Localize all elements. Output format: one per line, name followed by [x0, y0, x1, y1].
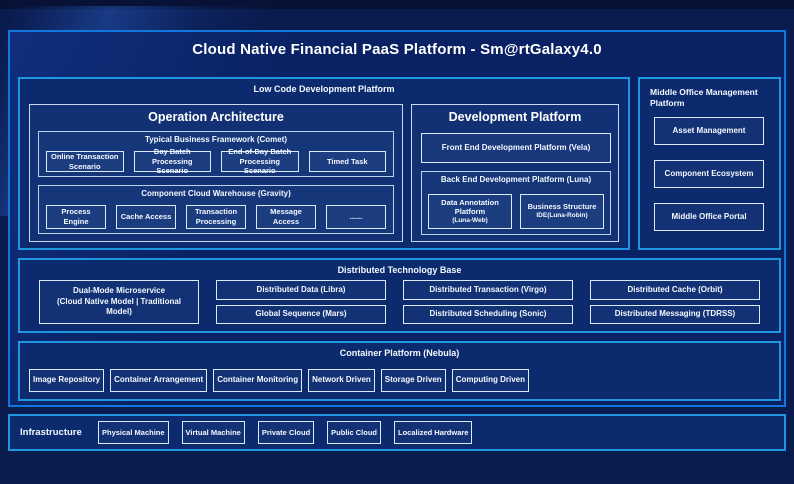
- box-distributed-data-libra: Distributed Data (Libra): [216, 280, 386, 300]
- box-storage-driven: Storage Driven: [380, 369, 446, 392]
- section-infrastructure: Infrastructure Physical Machine Virtual …: [8, 414, 786, 451]
- group-gravity: Component Cloud Warehouse (Gravity) Proc…: [38, 185, 394, 234]
- distributed-column-2: Distributed Transaction (Virgo) Distribu…: [403, 280, 573, 324]
- distributed-column-1: Distributed Data (Libra) Global Sequence…: [216, 280, 386, 324]
- platform-panel: Cloud Native Financial PaaS Platform - S…: [8, 30, 786, 407]
- box-component-ecosystem: Component Ecosystem: [654, 160, 764, 188]
- box-asset-management: Asset Management: [654, 117, 764, 145]
- box-name: Data Annotation Platform: [441, 197, 499, 217]
- gravity-row: Process Engine Cache Access Transaction …: [46, 205, 386, 229]
- box-end-of-day-batch-processing-scenario: End-of-Day Batch Processing Scenario: [221, 147, 299, 175]
- section-distributed-base: Distributed Technology Base Dual-Mode Mi…: [18, 258, 781, 333]
- box-private-cloud: Private Cloud: [257, 421, 315, 444]
- container-platform-row: Image Repository Container Arrangement C…: [29, 369, 770, 392]
- middle-office-header: Middle Office Management Platform: [650, 87, 758, 109]
- back-end-label: Back End Development Platform (Luna): [440, 175, 592, 184]
- infrastructure-row: Physical Machine Virtual Machine Private…: [98, 421, 766, 444]
- box-localized-hardware: Localized Hardware: [394, 421, 473, 444]
- box-timed-task: Timed Task: [308, 151, 386, 172]
- section-container-platform: Container Platform (Nebula) Image Reposi…: [18, 341, 781, 401]
- box-public-cloud: Public Cloud: [327, 421, 382, 444]
- box-transaction-processing: Transaction Processing: [186, 205, 246, 229]
- box-network-driven: Network Driven: [308, 369, 375, 392]
- box-physical-machine: Physical Machine: [98, 421, 169, 444]
- box-front-end-platform-vela: Front End Development Platform (Vela): [421, 133, 611, 163]
- box-distributed-messaging-tdrss: Distributed Messaging (TDRSS): [590, 304, 760, 324]
- box-image-repository: Image Repository: [29, 369, 105, 392]
- group-development-platform: Development Platform Front End Developme…: [411, 104, 619, 242]
- top-strip: [0, 0, 794, 9]
- development-platform-title: Development Platform: [448, 110, 582, 124]
- box-name: Business Structure: [527, 202, 597, 212]
- operation-architecture-title: Operation Architecture: [148, 110, 284, 124]
- box-subname: IDE(Luna-Robin): [536, 212, 588, 220]
- box-container-arrangement: Container Arrangement: [110, 369, 208, 392]
- distributed-base-header: Distributed Technology Base: [337, 265, 462, 275]
- gravity-label: Component Cloud Warehouse (Gravity): [141, 189, 291, 198]
- section-middle-office: Middle Office Management Platform Asset …: [638, 77, 781, 250]
- box-distributed-transaction-virgo: Distributed Transaction (Virgo): [403, 280, 573, 300]
- box-middle-office-portal: Middle Office Portal: [654, 203, 764, 231]
- box-distributed-scheduling-sonic: Distributed Scheduling (Sonic): [403, 304, 573, 324]
- group-operation-architecture: Operation Architecture Typical Business …: [29, 104, 403, 242]
- dual-mode-line1: Dual-Mode Microservice: [72, 285, 166, 295]
- low-code-body: Operation Architecture Typical Business …: [29, 104, 619, 242]
- box-more-components: ......: [326, 205, 386, 229]
- box-cache-access: Cache Access: [116, 205, 176, 229]
- low-code-header: Low Code Development Platform: [253, 84, 395, 94]
- dual-mode-line2: (Cloud Native Model | Traditional Model): [56, 296, 182, 317]
- box-subname: (Luna-Web): [452, 217, 488, 225]
- box-message-access: Message Access: [256, 205, 316, 229]
- section-low-code-platform: Low Code Development Platform Operation …: [18, 77, 630, 250]
- box-business-structure-ide-luna-robin: Business Structure IDE(Luna-Robin): [520, 194, 604, 229]
- box-container-monitoring: Container Monitoring: [213, 369, 303, 392]
- page-title: Cloud Native Financial PaaS Platform - S…: [192, 41, 602, 58]
- back-end-row: Data Annotation Platform (Luna-Web) Busi…: [428, 194, 604, 229]
- box-day-batch-processing-scenario: Day Batch Processing Scenario: [133, 147, 211, 175]
- container-platform-header: Container Platform (Nebula): [339, 348, 460, 358]
- box-dual-mode-microservice: Dual-Mode Microservice (Cloud Native Mod…: [39, 280, 199, 324]
- box-distributed-cache-orbit: Distributed Cache (Orbit): [590, 280, 760, 300]
- box-computing-driven: Computing Driven: [451, 369, 530, 392]
- box-online-transaction-scenario: Online Transaction Scenario: [46, 151, 124, 172]
- distributed-body: Dual-Mode Microservice (Cloud Native Mod…: [39, 280, 760, 324]
- box-process-engine: Process Engine: [46, 205, 106, 229]
- box-global-sequence-mars: Global Sequence (Mars): [216, 304, 386, 324]
- group-back-end-platform-luna: Back End Development Platform (Luna) Dat…: [421, 171, 611, 235]
- infrastructure-label: Infrastructure: [20, 427, 82, 438]
- box-data-annotation-platform-luna-web: Data Annotation Platform (Luna-Web): [428, 194, 512, 229]
- group-comet: Typical Business Framework (Comet) Onlin…: [38, 131, 394, 177]
- comet-row: Online Transaction Scenario Day Batch Pr…: [46, 147, 386, 175]
- box-virtual-machine: Virtual Machine: [181, 421, 245, 444]
- comet-label: Typical Business Framework (Comet): [144, 135, 288, 144]
- distributed-column-3: Distributed Cache (Orbit) Distributed Me…: [590, 280, 760, 324]
